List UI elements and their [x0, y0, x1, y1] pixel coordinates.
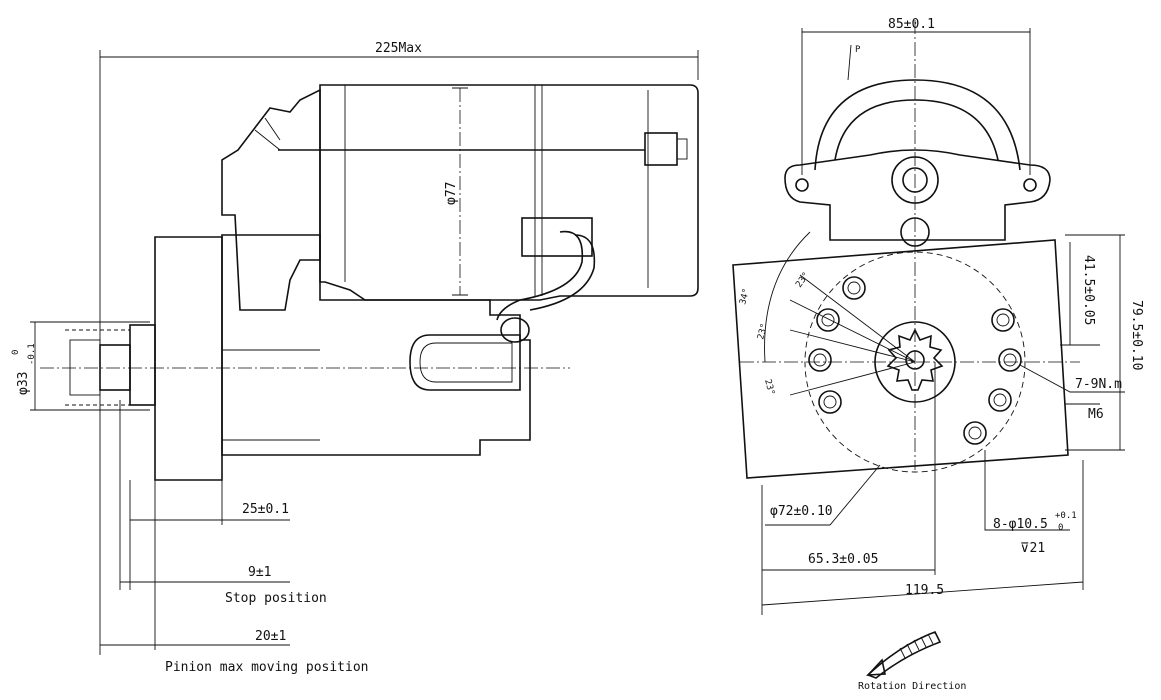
dome-inner	[834, 99, 999, 161]
nose-housing	[221, 88, 321, 311]
top-width-label: 85±0.1	[888, 17, 935, 32]
p-label: P	[855, 45, 861, 55]
mount-hole	[988, 388, 1012, 412]
gear-lines	[222, 349, 320, 441]
mount-hole	[816, 308, 840, 332]
stop-dim	[119, 400, 290, 590]
angle-arc	[764, 231, 811, 363]
mount-hole-inner	[993, 393, 1007, 407]
terminal-wire	[496, 230, 584, 321]
angle-23a-label: 23°	[794, 271, 812, 290]
mount-hole-inner	[968, 426, 982, 440]
rotation-arrow-hatch	[899, 633, 934, 659]
bolt-circle-leader	[765, 464, 881, 526]
length-dim-line	[99, 50, 699, 655]
mount-hole-inner	[1003, 353, 1017, 367]
flange-dim	[129, 480, 290, 525]
holes-label: 8-φ10.5	[993, 517, 1048, 532]
angle-23b-label: 23°	[756, 322, 770, 340]
terminal-block	[521, 217, 593, 257]
front-view: 85±0.1 P 34° 23° 23° 23° 41.5±0.05 79.5±…	[732, 17, 1144, 692]
body-diameter-label: φ77	[444, 182, 459, 205]
bolt-circle-label: φ72±0.10	[770, 504, 833, 519]
flange-offset-label: 25±0.1	[242, 502, 289, 517]
side-view: 225Max φ77 φ33 -0.1 0 25±0.1 9±1 Stop po…	[11, 41, 699, 675]
holes-tol-upper: +0.1	[1055, 511, 1077, 521]
max-dim	[100, 480, 290, 650]
body-dia-ticks	[452, 87, 468, 296]
pinion-dia-dim	[30, 321, 150, 411]
motor-housing	[319, 84, 699, 301]
bolt-end	[676, 138, 688, 160]
mount-hole-inner	[847, 281, 861, 295]
flange-plate-front	[732, 239, 1069, 479]
mount-hole-inner	[821, 313, 835, 327]
stop-offset-label: 9±1	[248, 565, 271, 580]
torque-leader	[1019, 364, 1125, 405]
mount-hole	[808, 348, 832, 372]
pinion-dash	[65, 329, 130, 406]
dim-79-5-line	[1065, 234, 1125, 451]
dim-119-5-line	[761, 460, 1084, 606]
nose-detail	[254, 117, 281, 151]
pinion-diameter-label: φ33	[16, 372, 31, 395]
solenoid-cap	[500, 317, 530, 343]
overall-length-label: 225Max	[375, 41, 422, 56]
bolt-circle	[804, 251, 1026, 473]
holes-tol-lower: 0	[1058, 523, 1063, 533]
dim-41-5-line	[1060, 242, 1100, 346]
dim-79-5-label: 79.5±0.10	[1129, 300, 1144, 370]
rotation-arrow	[866, 630, 942, 679]
terminal-wire-outer	[529, 234, 596, 311]
solenoid-loop	[409, 334, 521, 391]
gear-housing	[221, 234, 531, 456]
flange-plate	[154, 236, 223, 481]
housing-band	[534, 85, 543, 296]
torque-label: 7-9N.m	[1075, 377, 1122, 392]
hole-depth-label: ⊽21	[1020, 541, 1045, 556]
mount-hole-inner	[996, 313, 1010, 327]
dim-119-5-label: 119.5	[905, 583, 944, 598]
angle-34-label: 34°	[738, 287, 752, 305]
solenoid-loop-inner	[419, 342, 513, 383]
bolt-nut	[644, 132, 678, 166]
angle-23c-label: 23°	[762, 378, 776, 396]
pinion-outline	[69, 339, 101, 396]
mounting-holes	[808, 276, 1022, 445]
pinion-diameter-tol: -0.1	[27, 343, 37, 365]
pinion-gear	[99, 344, 131, 391]
mount-hole	[963, 421, 987, 445]
dim-65-3-line	[761, 362, 936, 615]
ear-hole-right	[1023, 178, 1037, 192]
bolt-size-label: M6	[1088, 407, 1104, 422]
stop-position-label: Stop position	[225, 591, 327, 606]
rotation-arrow-head	[866, 658, 886, 676]
max-offset-label: 20±1	[255, 629, 286, 644]
pinion-body	[129, 324, 156, 406]
mount-hole	[842, 276, 866, 300]
pinion-diameter-tol-upper: 0	[11, 350, 21, 355]
p-arrow	[847, 44, 852, 81]
max-position-label: Pinion max moving position	[165, 660, 369, 675]
holes-leader	[984, 450, 1070, 531]
mounting-ear	[784, 149, 1051, 241]
ear-hole-left	[795, 178, 809, 192]
rotation-direction-label: Rotation Direction	[858, 681, 966, 692]
mount-hole	[818, 390, 842, 414]
dim-41-5-label: 41.5±0.05	[1081, 255, 1096, 325]
mount-hole	[998, 348, 1022, 372]
mount-hole-inner	[813, 353, 827, 367]
mount-hole	[991, 308, 1015, 332]
mount-hole-inner	[823, 395, 837, 409]
dome-outer	[814, 79, 1021, 171]
dim-65-3-label: 65.3±0.05	[808, 552, 878, 567]
angle-rays	[789, 274, 916, 396]
top-width-dim	[801, 28, 1031, 175]
